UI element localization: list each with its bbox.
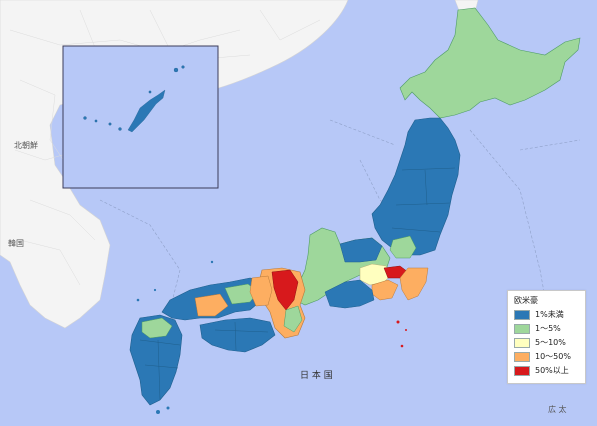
legend-item-lt1: 1%未満 bbox=[514, 309, 580, 321]
legend-swatch-5to10 bbox=[514, 338, 530, 348]
label-pacific: 広 太 bbox=[548, 404, 567, 414]
pref-blue-nagano bbox=[339, 237, 383, 263]
legend-swatch-ge50 bbox=[514, 366, 530, 376]
pref-green-fukuoka bbox=[141, 317, 173, 339]
region-hokkaido bbox=[399, 7, 581, 119]
legend-swatch-10to50 bbox=[514, 352, 530, 362]
legend-item-ge50: 50%以上 bbox=[514, 365, 580, 377]
kyushu-pref-borders bbox=[139, 339, 181, 401]
legend-item-5to10: 5～10% bbox=[514, 337, 580, 349]
legend-swatch-1to5 bbox=[514, 324, 530, 334]
pref-green-fukushima bbox=[389, 235, 417, 259]
tohoku-pref-borders bbox=[391, 167, 456, 233]
region-shikoku bbox=[199, 317, 276, 353]
legend-label: 1%未満 bbox=[535, 310, 564, 319]
okinawa-islands bbox=[83, 65, 185, 133]
pref-orange-chiba bbox=[399, 267, 429, 301]
pref-orange-hiroshima bbox=[194, 293, 229, 317]
label-north-korea: 北朝鮮 bbox=[14, 140, 38, 150]
label-sea-of-japan: 日 本 国 bbox=[300, 369, 333, 381]
label-south-korea: 韓国 bbox=[8, 238, 24, 248]
legend-title: 欧米豪 bbox=[514, 296, 538, 305]
pref-orange-hyogo bbox=[249, 275, 273, 307]
region-tohoku bbox=[371, 117, 461, 256]
legend-item-1to5: 1～5% bbox=[514, 323, 580, 335]
shikoku-pref-borders bbox=[214, 321, 269, 351]
legend-label: 1～5% bbox=[535, 324, 561, 333]
southern-islands bbox=[136, 260, 214, 414]
pref-green-nara bbox=[283, 305, 303, 333]
legend-label: 50%以上 bbox=[535, 366, 569, 375]
legend-swatch-lt1 bbox=[514, 310, 530, 320]
legend-label: 5～10% bbox=[535, 338, 566, 347]
legend-item-10to50: 10～50% bbox=[514, 351, 580, 363]
izu-islands bbox=[396, 320, 407, 348]
legend: 欧米豪 1%未満 1～5% 5～10% 10～50% 50%以上 bbox=[507, 290, 586, 384]
pref-blue-shizuoka bbox=[324, 279, 375, 309]
legend-label: 10～50% bbox=[535, 352, 571, 361]
pref-red-kyoto-osaka bbox=[271, 269, 299, 311]
